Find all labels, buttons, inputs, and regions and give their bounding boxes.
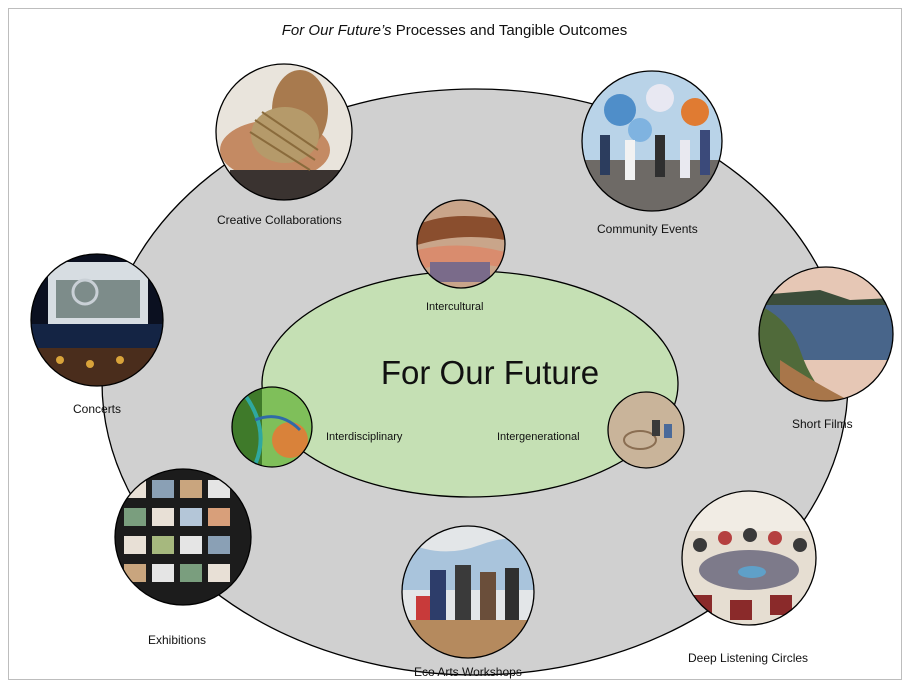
exhibitions-photo (114, 468, 252, 606)
center-title: For Our Future (380, 354, 600, 391)
short-films-photo (758, 266, 894, 402)
community-events-photo (581, 70, 723, 212)
creative-collaborations-photo (215, 63, 353, 201)
title-italic-part: For Our Future’s (281, 22, 392, 39)
deep-listening-circles-photo (681, 490, 817, 626)
eco-arts-workshops-photo (401, 525, 535, 659)
title-rest: Processes and Tangible Outcomes (391, 22, 628, 39)
outcome-label-community-events: Community Events (597, 222, 698, 236)
diagram-frame (8, 8, 902, 680)
interdisciplinary-photo (231, 386, 313, 468)
intercultural-photo (416, 199, 506, 289)
outcome-label-short-films: Short Films (792, 417, 853, 431)
concerts-photo (30, 253, 164, 387)
process-label-intergenerational: Intergenerational (497, 431, 580, 443)
intergenerational-photo (607, 391, 685, 469)
outcome-label-eco-arts-workshops: Eco Arts Workshops (414, 665, 522, 679)
diagram-title: For Our Future’s Processes and Tangible … (0, 22, 909, 39)
process-label-intercultural: Intercultural (426, 301, 484, 313)
outcome-label-deep-listening-circles: Deep Listening Circles (688, 651, 809, 665)
outcome-label-exhibitions: Exhibitions (148, 633, 207, 647)
outcome-label-creative-collaborations: Creative Collaborations (217, 213, 342, 227)
outcome-label-concerts: Concerts (73, 402, 122, 416)
process-label-interdisciplinary: Interdisciplinary (326, 431, 403, 443)
